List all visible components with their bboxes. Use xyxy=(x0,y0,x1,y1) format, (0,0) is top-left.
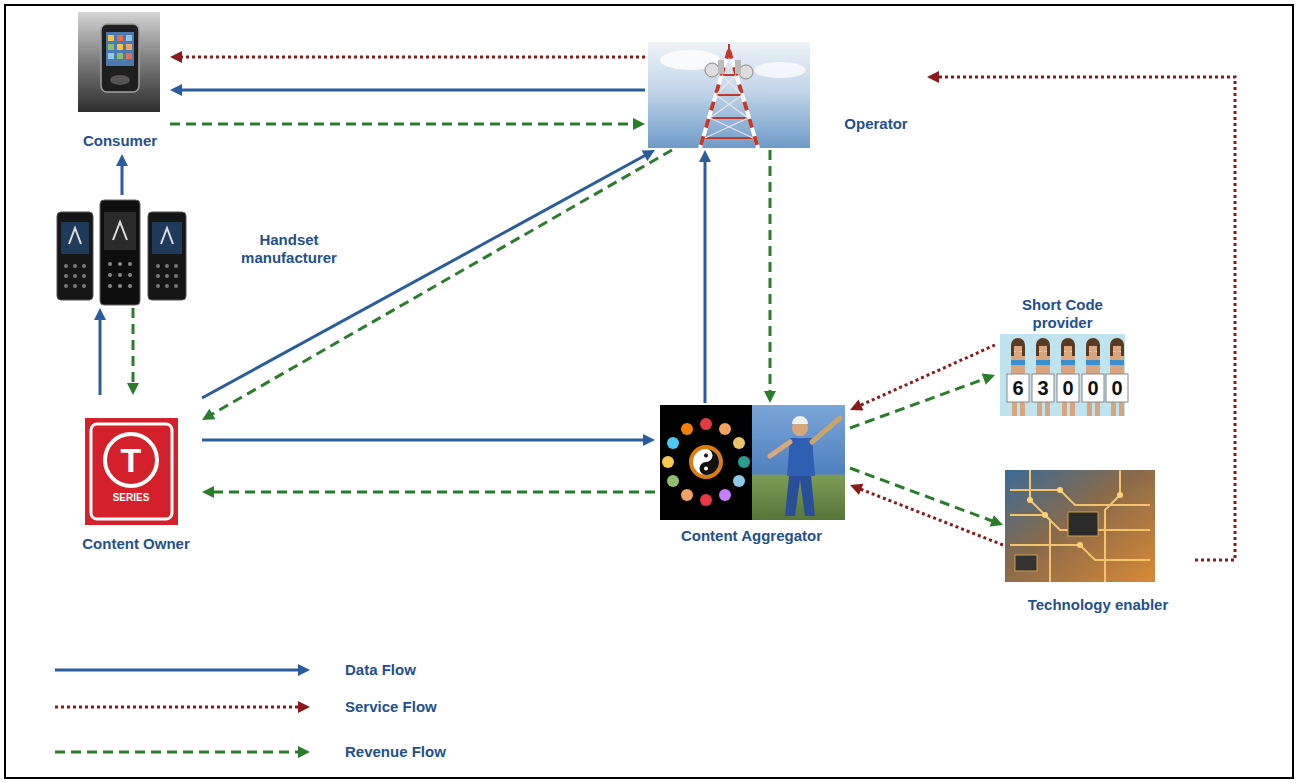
node-caption: Short Code provider xyxy=(995,296,1130,332)
flow-line xyxy=(180,56,645,59)
flow-line xyxy=(180,89,645,92)
flow-line xyxy=(211,150,672,415)
arrow-head xyxy=(643,434,655,446)
arrow-head xyxy=(633,118,645,130)
arrow-head xyxy=(116,154,128,166)
image-text: 0 xyxy=(1057,374,1079,402)
image-text: 3 xyxy=(1032,374,1054,402)
image-text: SERIES xyxy=(96,491,166,505)
flow-arrow xyxy=(850,345,995,411)
node-caption: Content Aggregator xyxy=(655,527,848,545)
node-caption: Content Owner xyxy=(72,535,200,553)
legend-text: Revenue Flow xyxy=(345,743,446,761)
flow-arrow xyxy=(170,118,645,130)
arrow-head xyxy=(170,84,182,96)
node-caption: Operator xyxy=(831,115,921,133)
image-text: 0 xyxy=(1082,374,1104,402)
flow-arrow xyxy=(699,150,711,403)
flow-node: Handset manufacturer xyxy=(52,195,346,308)
circuit-photo xyxy=(1005,470,1155,582)
flow-node: Operator xyxy=(645,40,927,150)
flow-line xyxy=(859,345,995,406)
flow-arrow xyxy=(127,308,139,395)
flow-node: Technology enabler xyxy=(1003,468,1195,616)
flow-line xyxy=(170,123,635,126)
flow-line xyxy=(850,378,986,428)
flow-line xyxy=(769,150,772,393)
flow-arrow xyxy=(850,484,1003,545)
legend-samples xyxy=(55,664,310,758)
arrow-head xyxy=(927,71,939,83)
flow-arrow xyxy=(94,308,106,395)
flow-line xyxy=(132,308,135,385)
arrow-head xyxy=(850,484,863,495)
flow-arrow xyxy=(202,150,672,420)
flow-line xyxy=(202,155,646,398)
aggregator-photo xyxy=(660,405,845,520)
flow-arrow xyxy=(202,486,655,498)
arrow-head xyxy=(990,515,1003,526)
arrow-head xyxy=(170,51,182,63)
handset-photo xyxy=(57,200,186,305)
image-text: 6 xyxy=(1007,374,1029,402)
flow-node: Content Aggregator xyxy=(655,403,850,547)
flow-arrow xyxy=(850,373,995,428)
consumer-photo xyxy=(78,12,160,112)
flow-arrow xyxy=(764,150,776,403)
shortcode-photo xyxy=(1000,334,1128,416)
legend-text: Service Flow xyxy=(345,698,437,716)
arrow-head xyxy=(850,400,863,411)
flow-arrow xyxy=(116,154,128,195)
arrow-head xyxy=(982,373,995,384)
flow-node: Short Code provider xyxy=(995,294,1132,418)
flow-line xyxy=(99,318,102,395)
arrow-head xyxy=(94,308,106,320)
image-text: T xyxy=(111,440,151,480)
flow-line xyxy=(202,439,645,442)
flow-arrow xyxy=(202,434,655,446)
tower-photo xyxy=(648,42,810,148)
tseries-logo xyxy=(85,418,178,525)
flow-arrow xyxy=(170,84,645,96)
arrow-head xyxy=(764,391,776,403)
node-caption: Consumer xyxy=(72,132,168,150)
flow-line xyxy=(937,77,1235,560)
flow-line xyxy=(704,160,707,403)
arrow-head xyxy=(699,150,711,162)
flow-node: Consumer xyxy=(72,8,170,154)
outer-frame xyxy=(5,5,1293,778)
node-caption: Technology enabler xyxy=(1003,596,1193,614)
flow-arrow xyxy=(170,51,645,63)
flow-arrow xyxy=(202,150,655,398)
arrow-head xyxy=(202,486,214,498)
arrow-head xyxy=(127,383,139,395)
node-caption: Handset manufacturer xyxy=(234,231,344,267)
flow-line xyxy=(850,468,994,522)
flow-arrow xyxy=(850,468,1003,526)
flow-line xyxy=(212,491,655,494)
legend-text: Data Flow xyxy=(345,661,416,679)
flow-arrow xyxy=(927,71,1235,560)
arrow-head xyxy=(202,409,215,420)
flow-node: Content Owner xyxy=(72,395,202,578)
image-text: 0 xyxy=(1106,374,1128,402)
flow-line xyxy=(121,164,124,195)
